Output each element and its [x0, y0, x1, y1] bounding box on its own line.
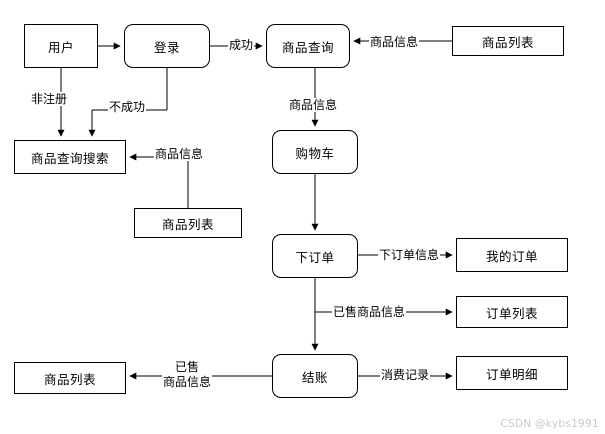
node-product-list-bottom[interactable]: 商品列表: [14, 362, 126, 394]
node-product-list-bottom-label: 商品列表: [43, 371, 96, 387]
node-product-query[interactable]: 商品查询: [266, 24, 350, 68]
node-shopping-cart-label: 购物车: [295, 145, 335, 161]
node-login-label: 登录: [153, 39, 180, 55]
edge-label-consume-record: 消费记录: [380, 368, 431, 382]
node-shopping-cart[interactable]: 购物车: [272, 130, 358, 174]
watermark: CSDN @kybs1991: [500, 418, 599, 430]
node-order-list-label: 订单列表: [485, 305, 538, 321]
node-order-detail-label: 订单明细: [485, 366, 538, 382]
node-place-order-label: 下订单: [295, 249, 335, 265]
node-product-list-top[interactable]: 商品列表: [452, 26, 564, 56]
node-checkout[interactable]: 结账: [272, 354, 358, 398]
node-product-list-top-label: 商品列表: [481, 34, 534, 50]
node-product-list-middle-label: 商品列表: [161, 216, 214, 232]
node-user[interactable]: 用户: [20, 24, 98, 74]
edge-label-success: 成功: [228, 38, 255, 52]
edge-label-not-registered: 非注册: [30, 92, 69, 106]
node-order-list[interactable]: 订单列表: [456, 296, 568, 328]
edge-label-goods-info-cart: 商品信息: [288, 98, 339, 112]
node-product-query-label: 商品查询: [281, 39, 334, 55]
node-my-orders[interactable]: 我的订单: [456, 238, 568, 272]
edge-label-fail: 不成功: [108, 100, 147, 114]
node-product-list-middle[interactable]: 商品列表: [134, 208, 242, 238]
node-checkout-label: 结账: [301, 369, 328, 385]
edge-label-order-info: 下订单信息: [378, 248, 441, 262]
edge-label-sold-goods-info: 已售商品信息: [332, 305, 407, 319]
node-product-query-search[interactable]: 商品查询搜索: [14, 140, 126, 174]
node-place-order[interactable]: 下订单: [272, 234, 358, 278]
edge-label-sold-goods-info-2: 已售 商品信息: [162, 360, 213, 390]
node-my-orders-label: 我的订单: [485, 248, 538, 264]
node-order-detail[interactable]: 订单明细: [456, 356, 568, 390]
node-product-query-search-label: 商品查询搜索: [30, 150, 109, 166]
node-user-label: 用户: [47, 39, 74, 55]
edge-label-goods-info-query: 商品信息: [369, 35, 420, 49]
node-login[interactable]: 登录: [124, 24, 210, 68]
edge-label-goods-info-search: 商品信息: [154, 147, 205, 161]
